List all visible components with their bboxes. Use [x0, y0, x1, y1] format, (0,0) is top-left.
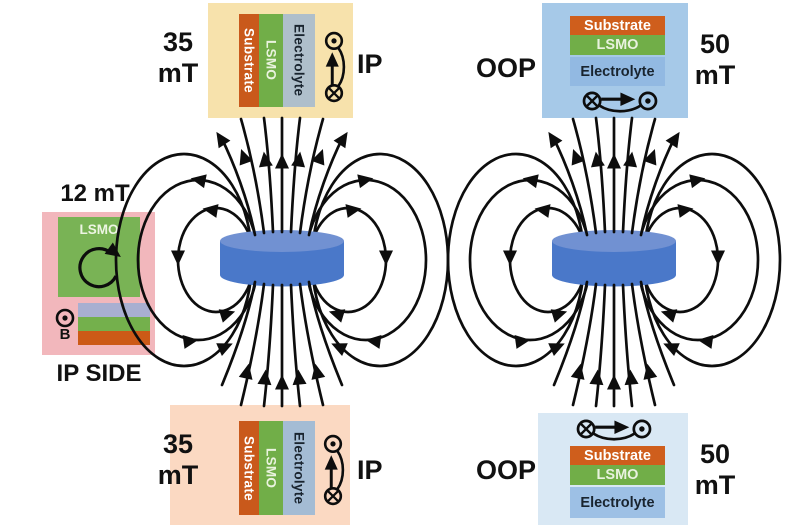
electrolyte-layer: [78, 303, 150, 317]
field-strength-label: 50 mT: [689, 29, 741, 91]
magnet-dipole-right: [448, 118, 780, 406]
electrolyte-layer: Electrolyte: [570, 487, 665, 518]
lsmo-layer: LSMO: [259, 421, 283, 515]
sample-stack-vertical: Substrate LSMO Electrolyte: [239, 14, 315, 107]
panel-ip-top: Substrate LSMO Electrolyte: [208, 3, 353, 118]
electrolyte-layer: Electrolyte: [570, 57, 665, 86]
orientation-label-oop: OOP: [475, 53, 536, 83]
orientation-label-oop: OOP: [475, 455, 536, 485]
substrate-layer: Substrate: [570, 16, 665, 35]
substrate-layer: Substrate: [570, 446, 665, 465]
sample-stack-side-view: [78, 303, 150, 345]
lsmo-layer: LSMO: [259, 14, 283, 107]
panel-oop-top: Substrate LSMO Electrolyte: [542, 3, 688, 118]
field-strength-label: 35 mT: [146, 27, 210, 89]
sample-stack-horizontal: Substrate LSMO Electrolyte: [570, 16, 665, 86]
field-unit: mT: [694, 470, 736, 500]
substrate-layer: Substrate: [239, 14, 259, 107]
sample-stack-horizontal: Substrate LSMO Electrolyte: [570, 446, 665, 518]
sample-stack-vertical: Substrate LSMO Electrolyte: [239, 421, 315, 515]
field-strength-label: 12 mT: [60, 180, 130, 207]
field-value: 35: [162, 27, 194, 57]
b-field-symbol-label: B: [59, 326, 71, 343]
electrolyte-layer: Electrolyte: [283, 421, 315, 515]
field-strength-label: 50 mT: [689, 439, 741, 501]
electrolyte-layer: Electrolyte: [283, 14, 315, 107]
field-strength-label: 35 mT: [146, 429, 210, 491]
field-value: 35: [162, 429, 194, 459]
lsmo-film-face: LSMO: [58, 217, 140, 297]
lsmo-layer: [78, 317, 150, 331]
substrate-layer: Substrate: [239, 421, 259, 515]
field-unit: mT: [157, 460, 199, 490]
orientation-label-ip: IP: [357, 455, 383, 485]
side-view-caption: IP SIDE: [56, 360, 142, 387]
lsmo-film-label: LSMO: [79, 222, 119, 237]
lsmo-layer: LSMO: [570, 35, 665, 55]
field-unit: mT: [694, 60, 736, 90]
panel-oop-bottom: Substrate LSMO Electrolyte: [538, 413, 688, 525]
panel-ip-bottom: Substrate LSMO Electrolyte: [170, 405, 350, 525]
field-unit: mT: [157, 58, 199, 88]
lsmo-layer: LSMO: [570, 465, 665, 485]
magnet-dipole-left: [116, 118, 448, 406]
field-value: 50: [699, 29, 731, 59]
orientation-label-ip: IP: [357, 49, 383, 79]
substrate-layer: [78, 331, 150, 345]
field-value: 50: [699, 439, 731, 469]
